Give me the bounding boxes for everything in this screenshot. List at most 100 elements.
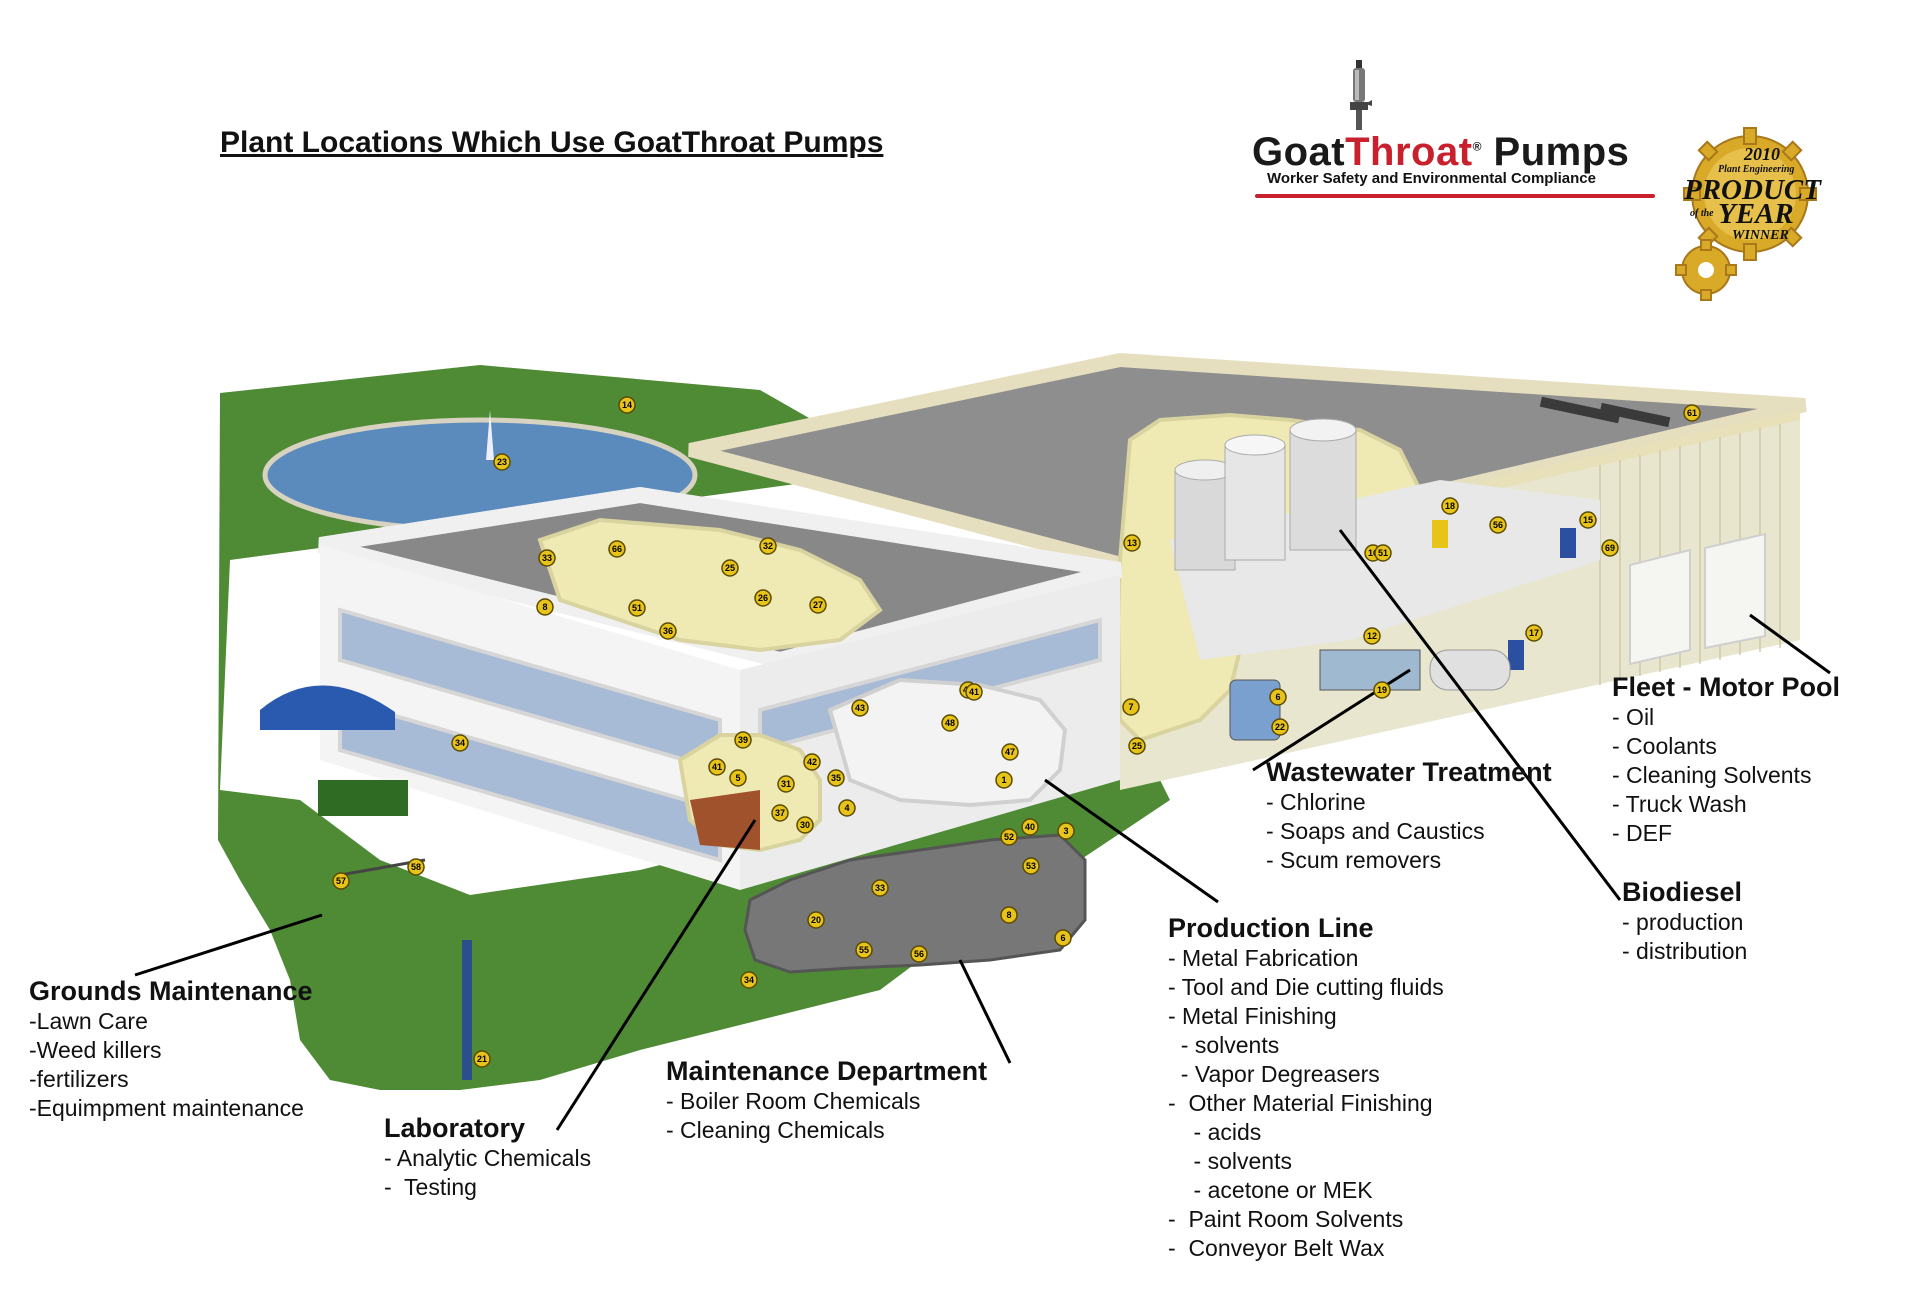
location-marker <box>1363 627 1381 645</box>
location-marker-label: 3 <box>1063 826 1068 836</box>
lab-floor <box>690 790 760 850</box>
location-marker <box>871 879 889 897</box>
location-marker-label: 20 <box>811 915 821 925</box>
logo-goat: Goat <box>1252 130 1346 174</box>
location-marker-label: 32 <box>763 541 773 551</box>
location-marker-label: 61 <box>1687 408 1697 418</box>
location-marker <box>1489 516 1507 534</box>
location-marker <box>536 598 554 616</box>
location-marker-label: 58 <box>411 862 421 872</box>
callout-item: -Equimpment maintenance <box>29 1095 304 1121</box>
logo-pumps: Pumps <box>1493 130 1630 174</box>
location-marker <box>1441 497 1459 515</box>
location-marker <box>809 596 827 614</box>
location-marker-label: 26 <box>758 593 768 603</box>
location-marker-label: 23 <box>497 457 507 467</box>
callout-laboratory: Laboratory - Analytic Chemicals - Testin… <box>384 1113 591 1202</box>
location-marker <box>1683 404 1701 422</box>
callout-item: - solvents <box>1168 1032 1280 1058</box>
callout-item: - Oil <box>1612 704 1655 730</box>
callout-item: - Cleaning Chemicals <box>666 1117 885 1143</box>
location-marker <box>1021 818 1039 836</box>
callout-item: - Other Material Finishing <box>1168 1090 1433 1116</box>
location-marker-label: 52 <box>1004 832 1014 842</box>
location-marker <box>807 911 825 929</box>
callout-item: - Paint Room Solvents <box>1168 1206 1404 1232</box>
location-marker-label: 33 <box>875 883 885 893</box>
location-marker-label: 39 <box>738 735 748 745</box>
callout-production-title: Production Line <box>1168 913 1374 943</box>
location-marker-label: 42 <box>807 757 817 767</box>
location-marker-label: 18 <box>1445 501 1455 511</box>
location-marker <box>941 714 959 732</box>
location-marker <box>1000 906 1018 924</box>
callout-item: - Scum removers <box>1266 847 1442 873</box>
location-marker <box>538 549 556 567</box>
callout-item: - production <box>1622 909 1744 935</box>
location-marker-label: 56 <box>1493 520 1503 530</box>
location-marker-label: 51 <box>1378 548 1388 558</box>
location-marker <box>1000 828 1018 846</box>
callout-maintenance-title: Maintenance Department <box>666 1056 988 1086</box>
location-marker <box>721 559 739 577</box>
location-marker-label: 8 <box>1006 910 1011 920</box>
leader-lines <box>134 529 1831 1131</box>
location-marker-label: 69 <box>1605 543 1615 553</box>
blue-drum-2 <box>1508 640 1524 670</box>
callout-production: Production Line - Metal Fabrication - To… <box>1168 913 1444 1263</box>
callout-maintenance: Maintenance Department - Boiler Room Che… <box>666 1056 987 1145</box>
location-marker-label: 27 <box>813 600 823 610</box>
callout-item: - Metal Fabrication <box>1168 945 1359 971</box>
location-marker-label: 25 <box>725 563 735 573</box>
location-marker <box>995 771 1013 789</box>
storage-silos <box>1174 418 1357 571</box>
location-marker <box>855 941 873 959</box>
pump-icon <box>1350 60 1372 130</box>
location-marker <box>803 753 821 771</box>
location-marker <box>618 396 636 414</box>
callout-item: -Lawn Care <box>29 1008 148 1034</box>
location-marker <box>1579 511 1597 529</box>
garage-door-2 <box>1704 532 1766 650</box>
roof-vents <box>1539 396 1671 428</box>
callout-grounds-title: Grounds Maintenance <box>29 976 313 1006</box>
goatthroat-logo: GoatThroat® Pumps Worker Safety and Envi… <box>1245 60 1665 210</box>
location-marker-label: 25 <box>1132 741 1142 751</box>
award-winner: WINNER <box>1732 228 1789 243</box>
callout-item: - acetone or MEK <box>1168 1177 1373 1203</box>
location-marker-label: 31 <box>781 779 791 789</box>
truck-cab <box>1229 679 1281 741</box>
location-marker <box>493 453 511 471</box>
callout-item: - Analytic Chemicals <box>384 1145 592 1171</box>
location-marker-label: 4 <box>844 803 849 813</box>
location-marker <box>608 540 626 558</box>
callout-biodiesel: Biodiesel - production - distribution <box>1622 877 1747 966</box>
location-marker <box>1054 929 1072 947</box>
hedge <box>318 780 408 816</box>
location-marker <box>1128 737 1146 755</box>
location-marker <box>659 622 677 640</box>
location-marker <box>1123 534 1141 552</box>
location-markers: 1423336632258513626273443424148471394131… <box>332 396 1701 1068</box>
location-marker-label: 34 <box>455 738 465 748</box>
location-marker-label: 56 <box>914 949 924 959</box>
location-marker-label: 55 <box>859 945 869 955</box>
location-marker-label: 41 <box>712 762 722 772</box>
callout-laboratory-title: Laboratory <box>384 1113 526 1143</box>
callout-fleet-title: Fleet - Motor Pool <box>1612 672 1840 702</box>
location-marker <box>1122 698 1140 716</box>
pipe-cylinder <box>1429 649 1511 691</box>
location-marker <box>1374 544 1392 562</box>
callout-item: - distribution <box>1622 938 1748 964</box>
callout-item: -fertilizers <box>29 1066 129 1092</box>
location-marker-label: 40 <box>1025 822 1035 832</box>
callout-item: - Soaps and Caustics <box>1266 818 1485 844</box>
location-marker-label: 36 <box>663 626 673 636</box>
location-marker-label: 34 <box>744 975 754 985</box>
location-marker <box>708 758 726 776</box>
location-marker <box>827 769 845 787</box>
callout-item: -Weed killers <box>29 1037 162 1063</box>
location-marker-label: 6 <box>1275 692 1280 702</box>
entrance-canopy <box>260 685 395 730</box>
